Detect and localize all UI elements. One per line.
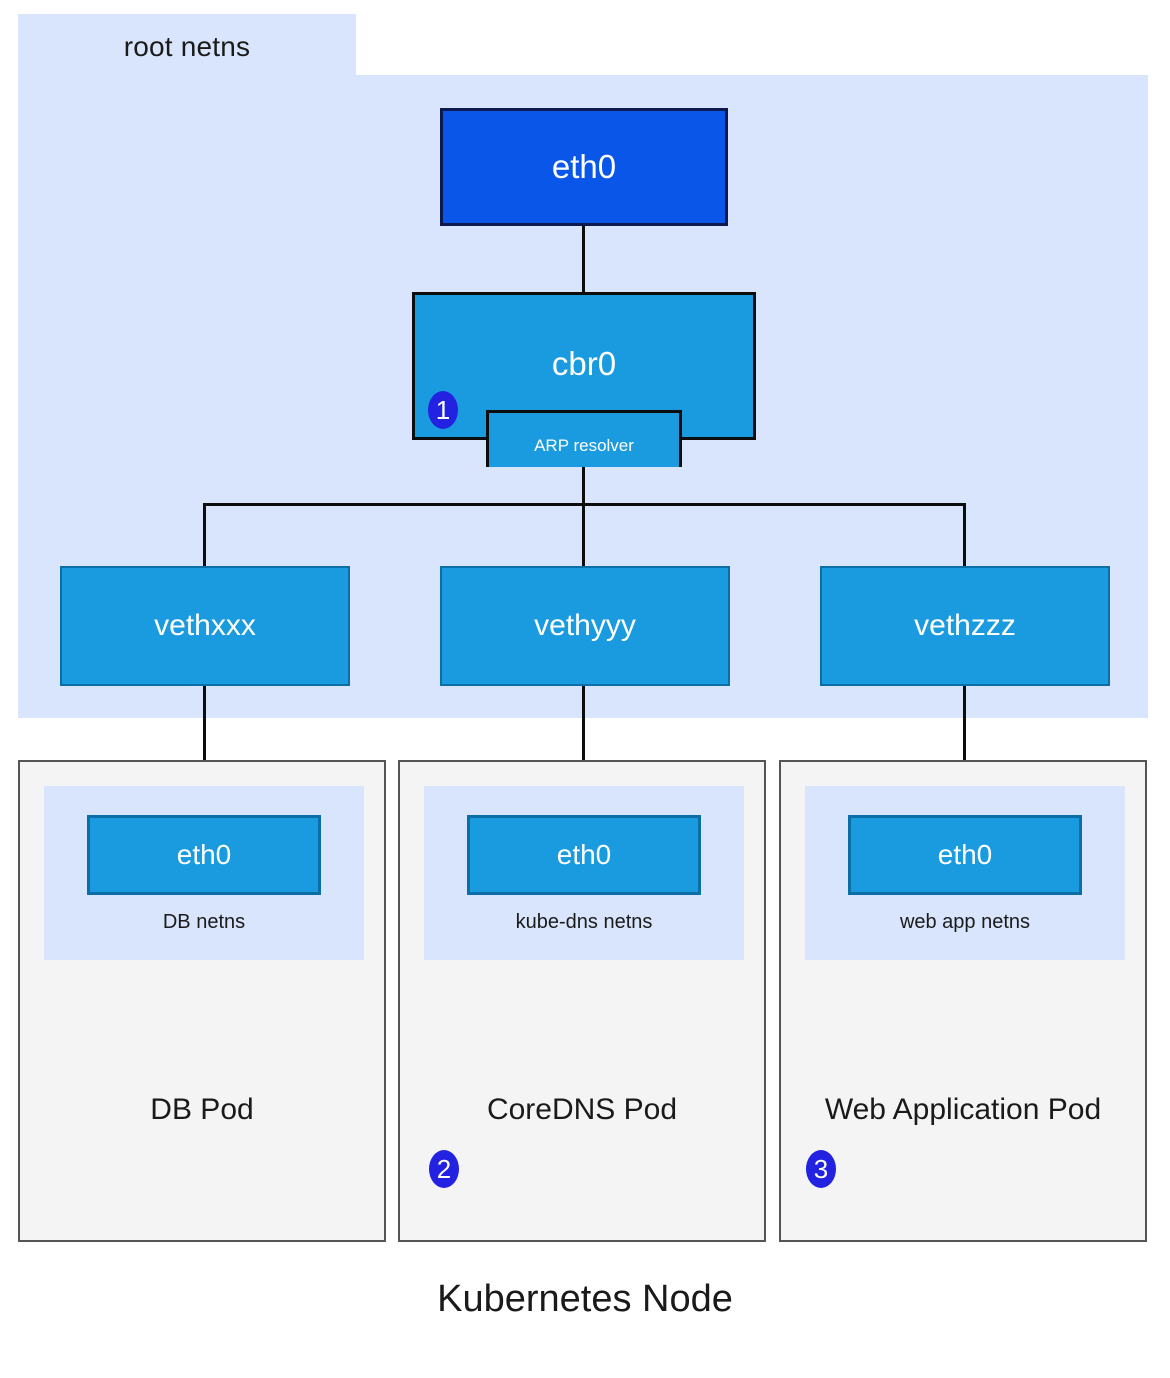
cbr0-label: cbr0 — [551, 345, 617, 382]
pod-db-title: DB Pod — [150, 1093, 254, 1126]
step-badge-3: 3 — [806, 1150, 836, 1188]
connector-bus-to-vethyyy — [582, 503, 585, 568]
step-badge-1: 1 — [428, 391, 458, 429]
connector-bus-to-vethzzz — [963, 503, 966, 568]
pod-coredns-eth0-label: eth0 — [556, 839, 612, 870]
host-eth0-box: eth0 — [440, 108, 728, 226]
pod-coredns-netns-label: kube-dns netns — [515, 911, 653, 933]
connector-vethzzz-to-webapp-eth0 — [963, 686, 966, 818]
pod-webapp-title: Web Application Pod — [824, 1093, 1102, 1126]
pod-webapp-eth0-label: eth0 — [937, 839, 993, 870]
veth-box-vethxxx: vethxxx — [60, 566, 350, 686]
root-netns-label: root netns — [123, 31, 251, 62]
veth-label-vethzzz: vethzzz — [914, 609, 1016, 642]
connector-bus-to-vethxxx — [203, 503, 206, 568]
step-badge-2: 2 — [429, 1150, 459, 1188]
veth-box-vethyyy: vethyyy — [440, 566, 730, 686]
diagram-caption: Kubernetes Node — [437, 1278, 733, 1320]
pod-coredns-netns-region: eth0 kube-dns netns — [424, 786, 744, 960]
arp-resolver-box: ARP resolver — [486, 410, 682, 467]
pod-webapp-netns-label: web app netns — [899, 911, 1031, 933]
arp-resolver-label: ARP resolver — [534, 436, 634, 455]
pod-webapp-eth0-box: eth0 — [848, 815, 1082, 895]
veth-label-vethxxx: vethxxx — [154, 609, 256, 642]
connector-vethyyy-to-coredns-eth0 — [582, 686, 585, 818]
root-netns-region-tab — [18, 14, 356, 76]
pod-db-eth0-label: eth0 — [176, 839, 232, 870]
veth-box-vethzzz: vethzzz — [820, 566, 1110, 686]
connector-arp-to-bus — [582, 467, 585, 505]
host-eth0-label: eth0 — [551, 148, 617, 185]
connector-eth0-to-cbr0 — [582, 226, 585, 294]
pod-db-netns-region: eth0 DB netns — [44, 786, 364, 960]
veth-label-vethyyy: vethyyy — [534, 609, 636, 642]
connector-vethxxx-to-db-eth0 — [203, 686, 206, 818]
pod-coredns-title: CoreDNS Pod — [486, 1093, 678, 1126]
pod-db-netns-label: DB netns — [162, 911, 246, 933]
pod-coredns-eth0-box: eth0 — [467, 815, 701, 895]
pod-webapp-netns-region: eth0 web app netns — [805, 786, 1125, 960]
pod-db-eth0-box: eth0 — [87, 815, 321, 895]
